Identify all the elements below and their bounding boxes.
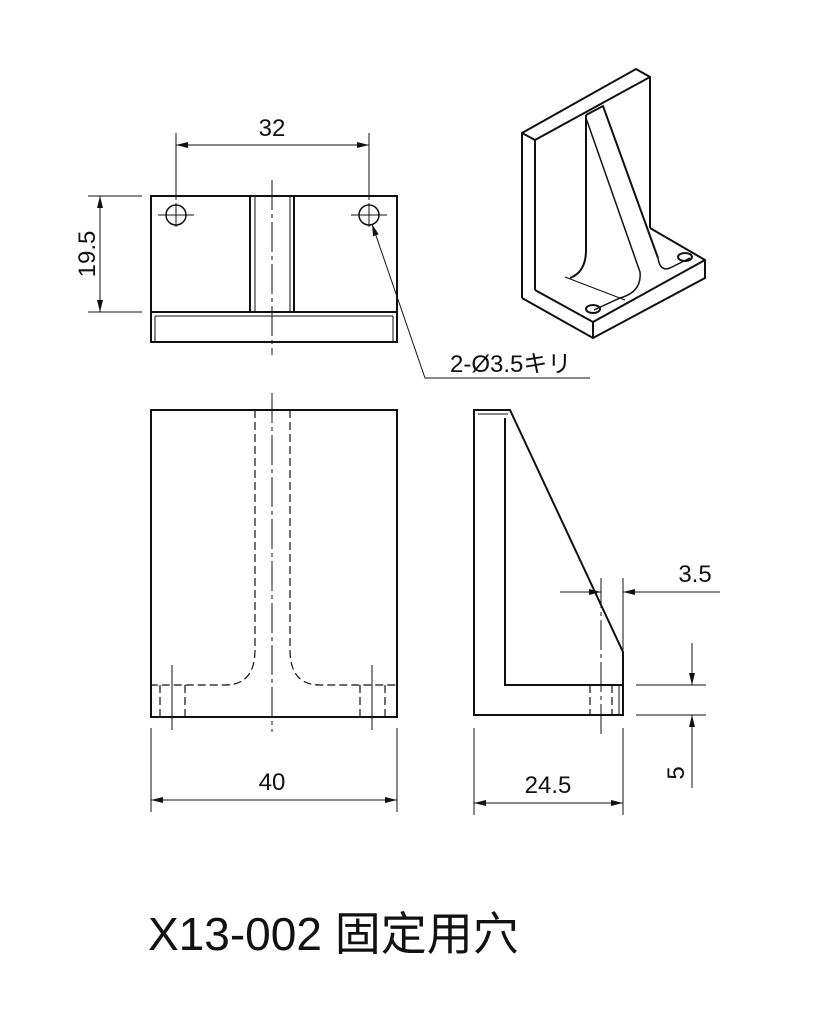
dim-3-5: 3.5 (678, 561, 711, 588)
hole-note: 2-Ø3.5キリ (450, 351, 571, 378)
dim-19-5: 19.5 (74, 231, 101, 278)
front-view (150, 393, 398, 812)
hole-icon (585, 304, 601, 314)
hole-icon (677, 252, 693, 262)
drawing-title: X13-002 固定用穴 (148, 908, 519, 960)
dim-40: 40 (259, 769, 286, 796)
dim-5: 5 (663, 766, 690, 779)
hole-icon (351, 203, 387, 227)
side-view (473, 409, 720, 815)
top-view (88, 133, 590, 379)
isometric-view (521, 67, 706, 340)
hole-icon (158, 203, 194, 227)
dim-24-5: 24.5 (525, 772, 572, 799)
dim-32: 32 (259, 115, 286, 142)
